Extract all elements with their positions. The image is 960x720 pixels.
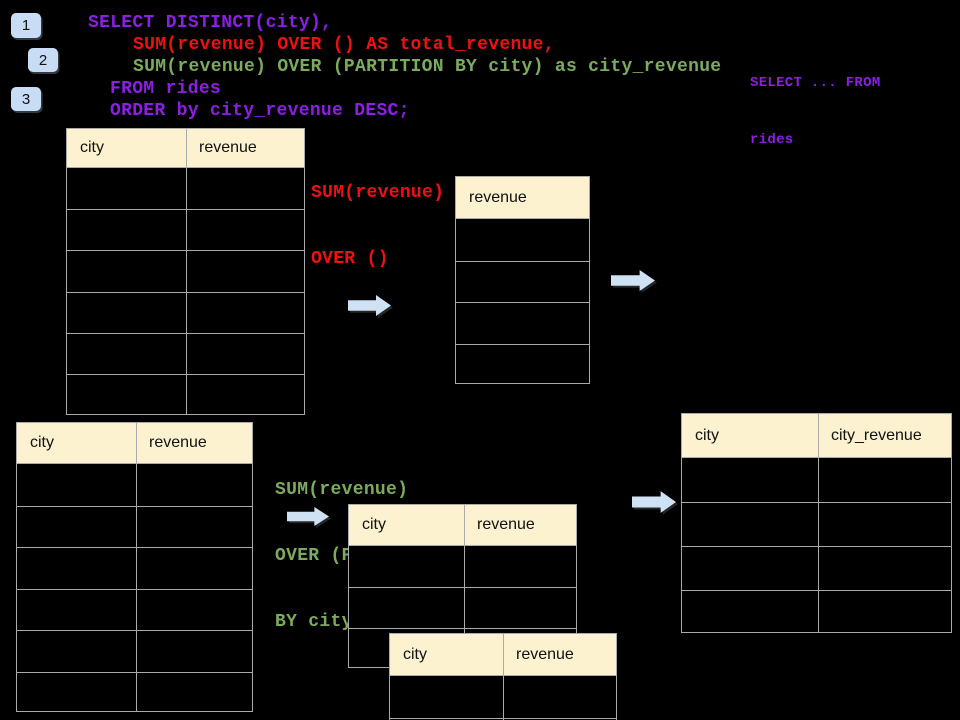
table-partition-group-front: city revenue xyxy=(389,633,617,720)
sql-side-note-line-1: SELECT ... FROM xyxy=(750,75,881,91)
column-header-city: city xyxy=(80,139,104,156)
column-header-city: city xyxy=(403,645,427,663)
table-row-empty xyxy=(17,547,252,589)
column-header-revenue: revenue xyxy=(477,516,535,533)
table-total-revenue-result: revenue xyxy=(455,176,590,384)
arrow-source-to-partition-icon xyxy=(287,506,330,527)
table-city-revenue-result: city city_revenue xyxy=(681,413,952,633)
table-row-empty xyxy=(67,332,304,374)
sql-side-note-line-2: rides xyxy=(750,132,794,148)
annotation-total-revenue: SUM(revenue) OVER () xyxy=(311,138,444,314)
table-row-empty xyxy=(67,373,304,415)
step-badge-2: 2 xyxy=(28,48,58,72)
table-row-empty xyxy=(456,219,589,261)
arrow-partition-to-result-icon xyxy=(632,491,676,513)
table-row-empty xyxy=(17,464,252,506)
column-header-city: city xyxy=(30,434,54,451)
table-row-empty xyxy=(67,209,304,250)
table-header: city revenue xyxy=(349,505,576,546)
table-row-empty xyxy=(456,343,589,386)
table-source-bottom: city revenue xyxy=(16,422,253,712)
column-divider xyxy=(136,423,137,711)
table-row-empty xyxy=(456,260,589,303)
column-divider xyxy=(818,414,819,632)
sql-line-select: SELECT DISTINCT(city), xyxy=(88,13,333,33)
table-row-empty xyxy=(349,587,576,628)
column-header-city: city xyxy=(362,516,386,533)
table-row-empty xyxy=(682,590,951,634)
column-header-city-revenue: city_revenue xyxy=(831,426,922,444)
sql-line-order-by: ORDER by city_revenue DESC; xyxy=(110,101,410,121)
table-header: revenue xyxy=(456,177,589,219)
annotation-total-line-2: OVER () xyxy=(311,249,389,269)
column-header-city: city xyxy=(695,426,719,444)
sql-line-from: FROM rides xyxy=(110,79,222,99)
annotation-partition-line-1: SUM(revenue) xyxy=(275,480,409,500)
column-divider xyxy=(186,129,187,414)
annotation-total-line-1: SUM(revenue) xyxy=(311,183,445,203)
column-header-revenue: revenue xyxy=(516,645,574,663)
table-row-empty xyxy=(17,671,252,714)
column-divider xyxy=(464,505,465,667)
column-header-revenue: revenue xyxy=(199,139,257,156)
table-row-empty xyxy=(682,458,951,502)
column-divider xyxy=(503,634,504,720)
table-row-empty xyxy=(456,302,589,344)
table-row-empty xyxy=(67,250,304,291)
table-row-empty xyxy=(349,546,576,587)
table-header: city revenue xyxy=(67,129,304,168)
step-badge-3: 3 xyxy=(11,87,41,111)
table-header: city city_revenue xyxy=(682,414,951,458)
column-header-revenue: revenue xyxy=(469,188,527,206)
table-row-empty xyxy=(17,588,252,631)
table-source-top: city revenue xyxy=(66,128,305,415)
step-badge-1: 1 xyxy=(11,13,41,38)
table-row-empty xyxy=(349,628,576,669)
table-row-empty xyxy=(17,630,252,672)
arrow-source-to-total-icon xyxy=(348,295,391,316)
table-row-empty xyxy=(682,502,951,546)
table-header: city revenue xyxy=(17,423,252,464)
sql-side-note: SELECT ... FROM rides xyxy=(750,36,881,188)
table-row-empty xyxy=(67,291,304,333)
sql-line-total-revenue: SUM(revenue) OVER () AS total_revenue, xyxy=(133,35,555,55)
table-row-empty xyxy=(17,505,252,548)
column-header-revenue: revenue xyxy=(149,434,207,451)
arrow-total-result-out-icon xyxy=(611,270,655,291)
sql-line-city-revenue: SUM(revenue) OVER (PARTITION BY city) as… xyxy=(133,57,722,77)
table-row-empty xyxy=(682,546,951,590)
